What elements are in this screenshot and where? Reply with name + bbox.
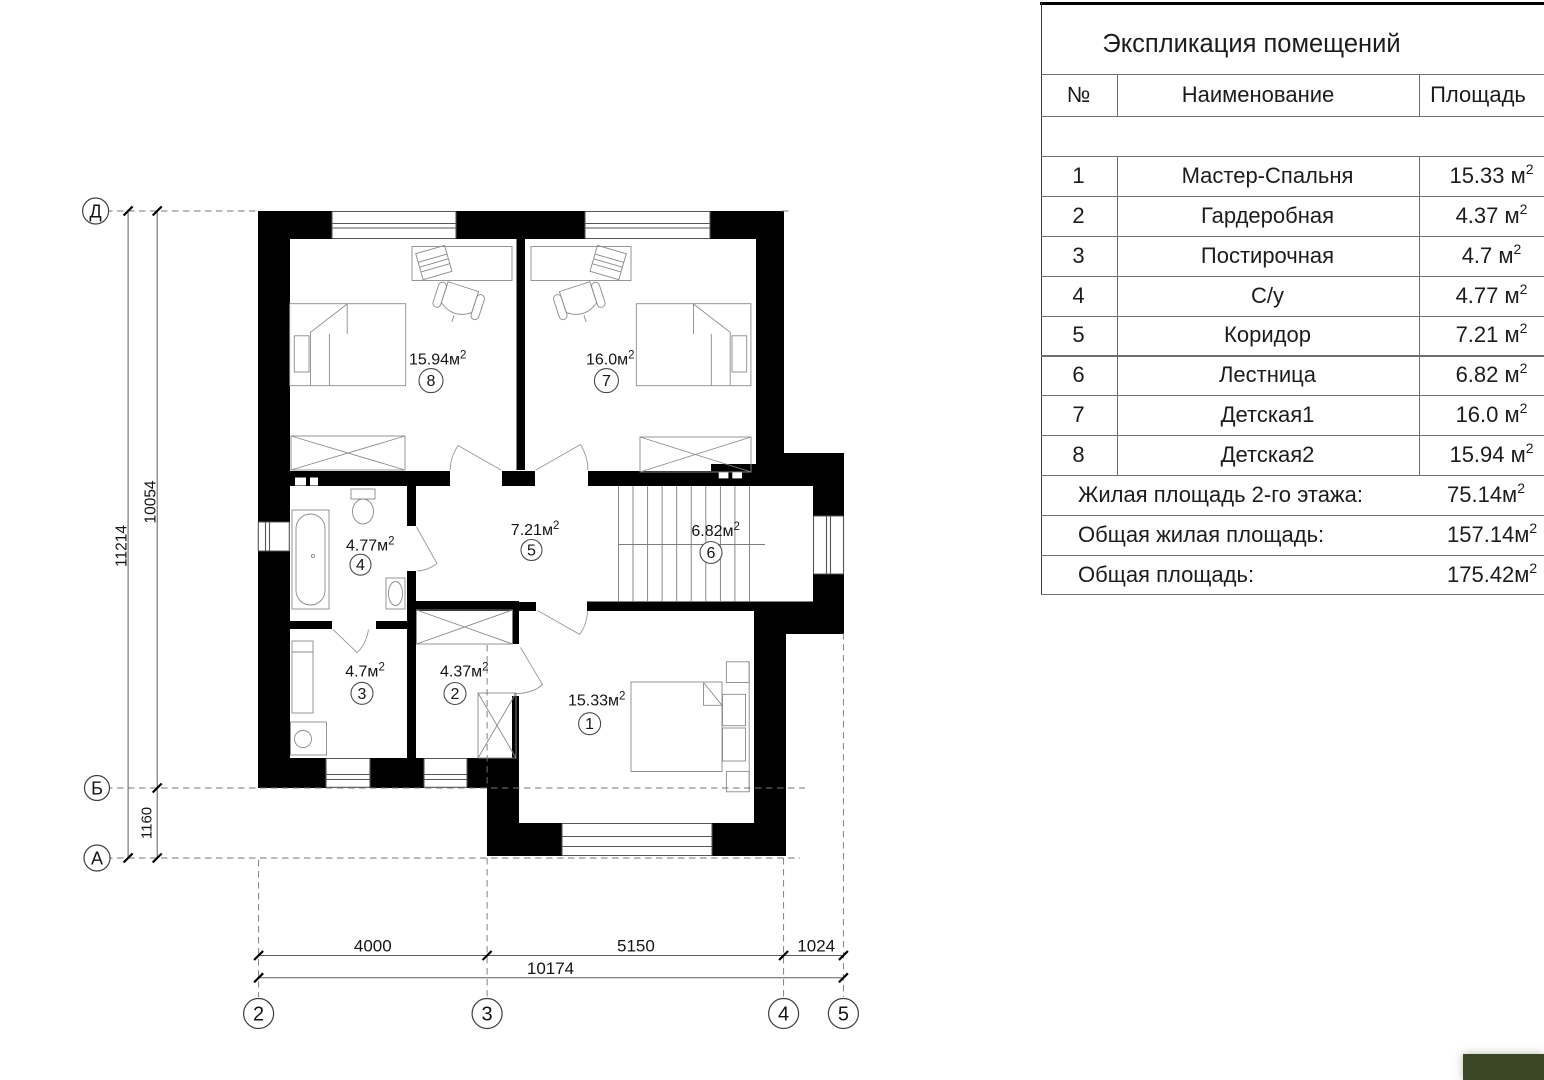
svg-text:5150: 5150 — [617, 937, 655, 956]
svg-text:2: 2 — [451, 686, 460, 703]
svg-text:5: 5 — [527, 543, 536, 560]
svg-text:4.7м2: 4.7м2 — [345, 662, 385, 681]
svg-text:6.82м2: 6.82м2 — [691, 521, 740, 540]
svg-text:1024: 1024 — [797, 937, 835, 956]
svg-text:11214: 11214 — [114, 525, 131, 567]
svg-text:15.33м2: 15.33м2 — [568, 691, 625, 710]
svg-text:3: 3 — [358, 686, 367, 703]
svg-text:1: 1 — [585, 716, 594, 733]
svg-text:6: 6 — [707, 545, 716, 562]
svg-text:4: 4 — [356, 557, 365, 574]
svg-text:7: 7 — [602, 373, 611, 390]
svg-text:Д: Д — [89, 202, 101, 222]
svg-text:2: 2 — [253, 1004, 264, 1026]
svg-text:1160: 1160 — [139, 807, 156, 839]
svg-text:4000: 4000 — [354, 937, 392, 956]
svg-text:4.37м2: 4.37м2 — [440, 662, 489, 681]
svg-text:5: 5 — [838, 1004, 849, 1026]
svg-text:7.21м2: 7.21м2 — [511, 520, 560, 539]
svg-text:10054: 10054 — [143, 480, 160, 523]
svg-text:4: 4 — [778, 1004, 789, 1026]
svg-text:8: 8 — [427, 373, 436, 390]
svg-text:16.0м2: 16.0м2 — [586, 350, 635, 369]
svg-text:А: А — [91, 849, 103, 869]
svg-text:3: 3 — [482, 1004, 493, 1026]
svg-text:4.77м2: 4.77м2 — [346, 536, 395, 555]
svg-text:15.94м2: 15.94м2 — [409, 350, 466, 369]
svg-text:10174: 10174 — [527, 959, 574, 978]
svg-text:Б: Б — [91, 779, 103, 799]
